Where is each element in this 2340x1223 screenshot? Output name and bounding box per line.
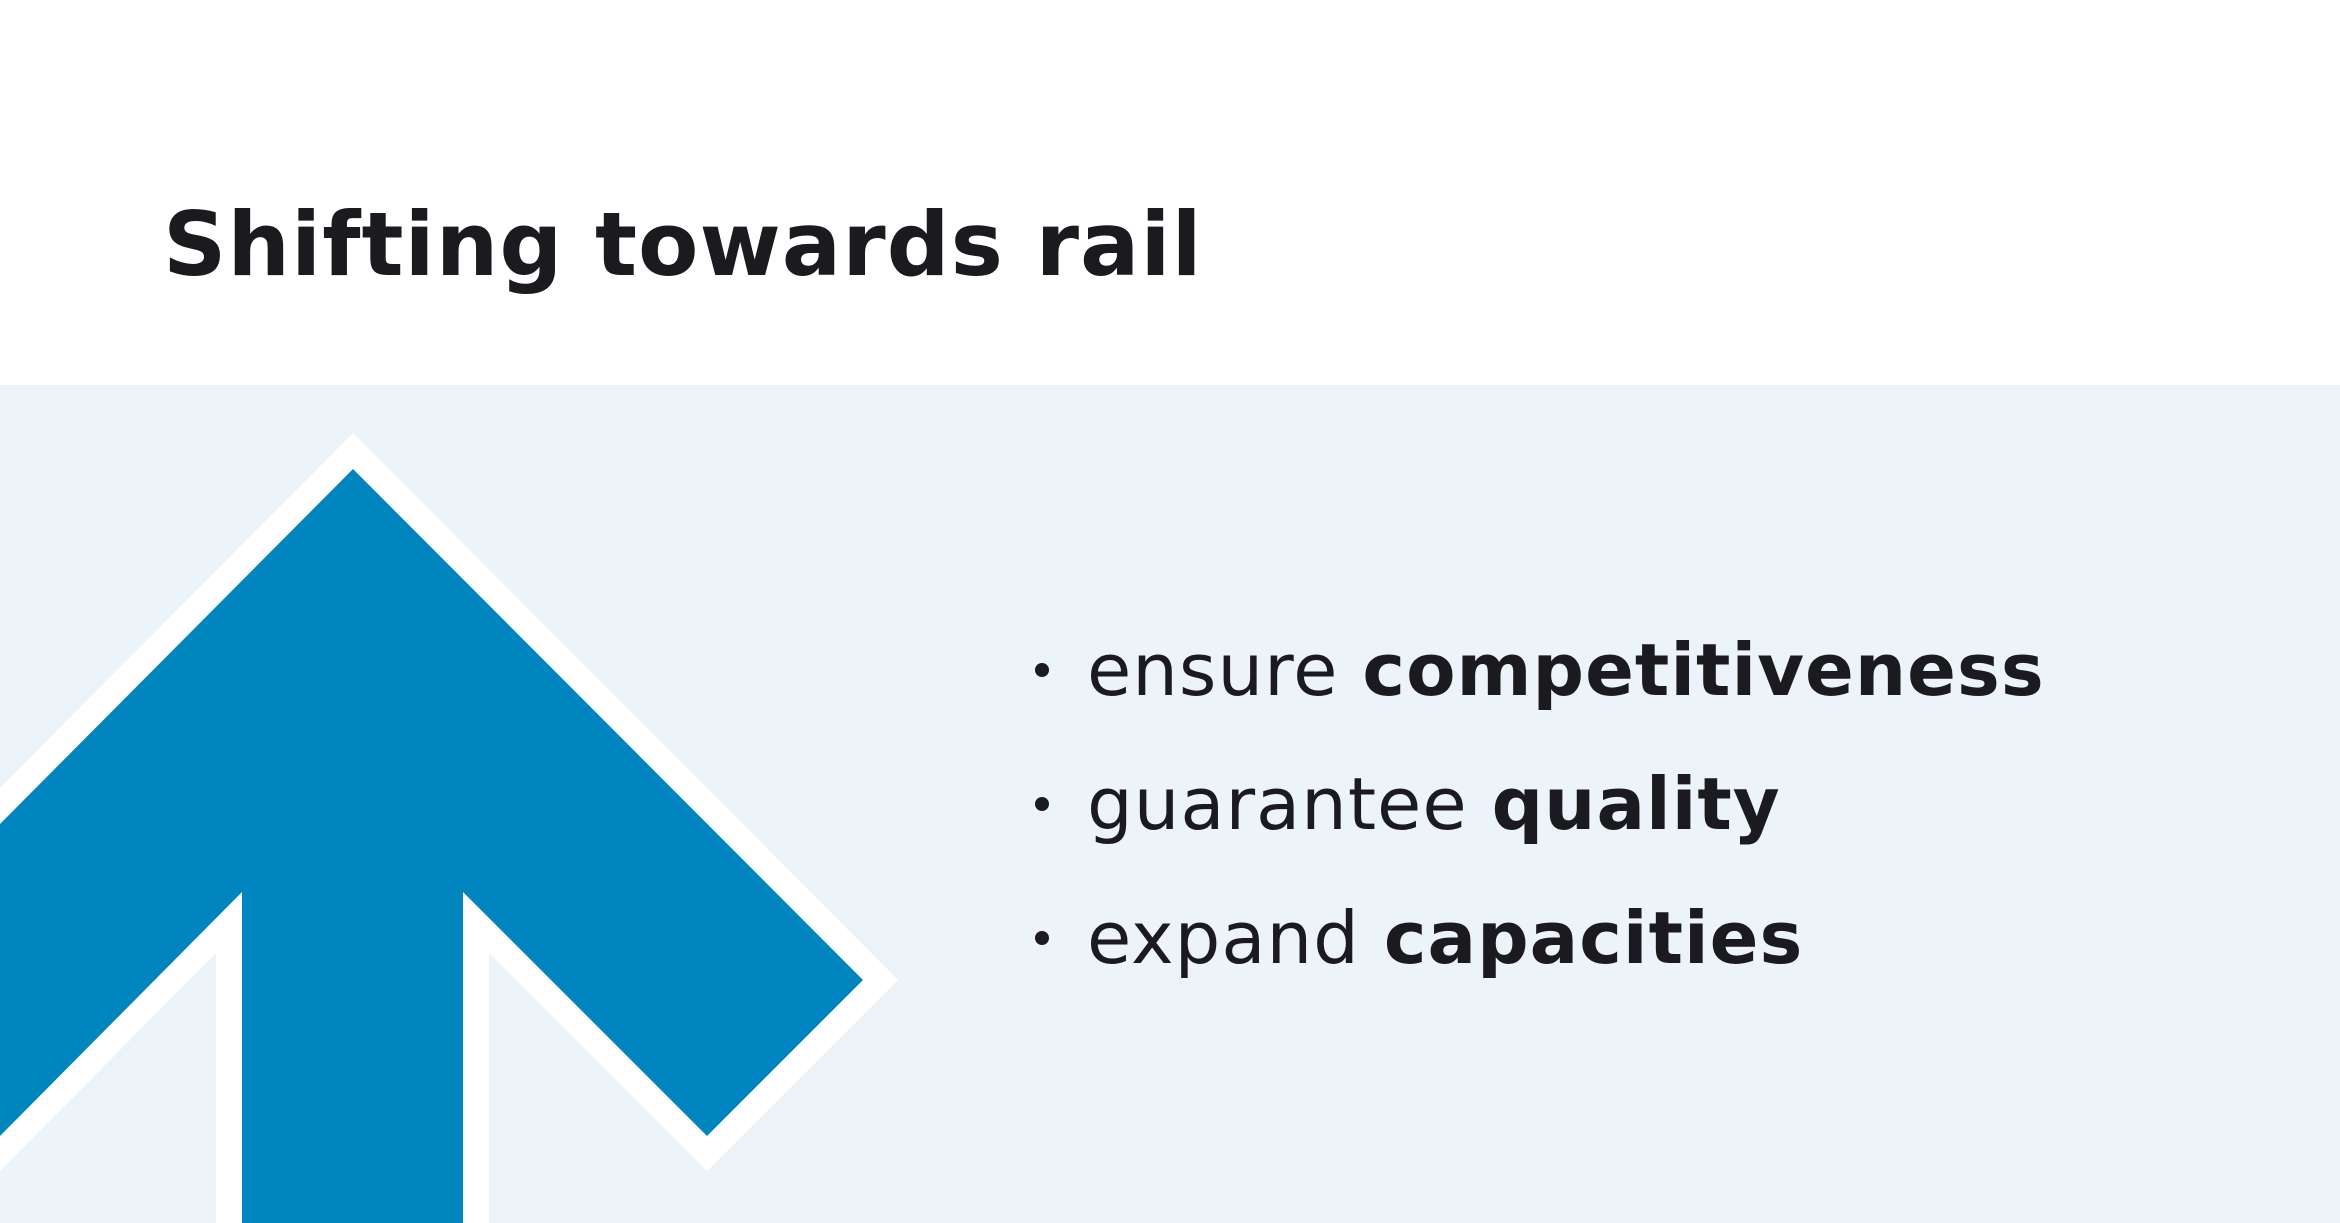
bullet-list: ensure competitiveness guarantee quality… (1035, 603, 2045, 1005)
up-arrow-icon (0, 433, 898, 1223)
bullet-text-bold: capacities (1383, 896, 1804, 980)
bullet-dot (1035, 797, 1049, 811)
bullet-text-light: guarantee (1087, 762, 1468, 846)
bullet-dot (1035, 931, 1049, 945)
list-item: expand capacities (1035, 871, 2045, 1005)
arrow-fill (0, 469, 863, 1223)
content-panel: ensure competitiveness guarantee quality… (0, 385, 2340, 1223)
list-item: ensure competitiveness (1035, 603, 2045, 737)
bullet-text-bold: quality (1491, 762, 1781, 846)
list-item: guarantee quality (1035, 737, 2045, 871)
page-title: Shifting towards rail (163, 193, 1203, 296)
bullet-text-light: expand (1087, 896, 1360, 980)
bullet-text-bold: competitiveness (1362, 628, 2045, 712)
title-band: Shifting towards rail (0, 0, 2340, 385)
bullet-dot (1035, 663, 1049, 677)
bullet-text-light: ensure (1087, 628, 1339, 712)
